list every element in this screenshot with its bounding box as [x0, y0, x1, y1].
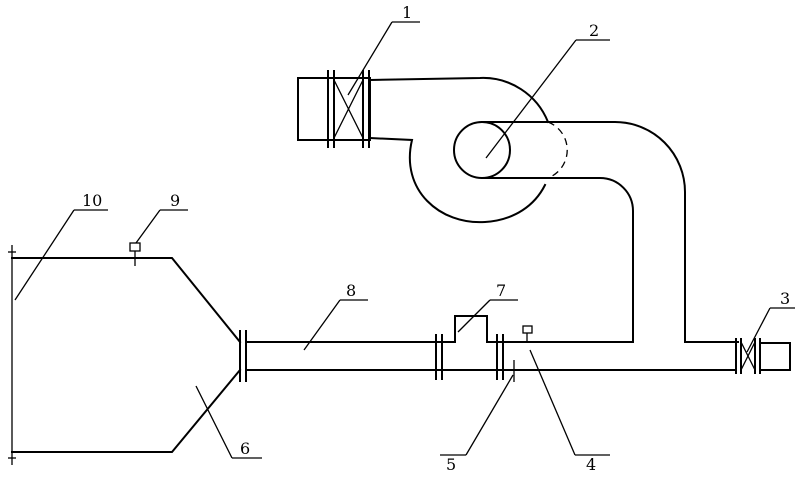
label-5: 5	[446, 455, 456, 474]
valve	[522, 325, 533, 342]
leader-lines	[14, 21, 795, 459]
chamber	[8, 245, 247, 465]
fan-volute	[368, 76, 568, 224]
label-4: 4	[586, 455, 596, 474]
part-labels: 1 2 3 4 5 6 7 8 9 10	[82, 3, 790, 474]
fan-impeller	[453, 121, 511, 179]
inlet-damper	[297, 70, 371, 148]
label-9: 9	[170, 191, 180, 210]
duct-bump	[454, 315, 491, 343]
top-valve	[129, 242, 141, 266]
label-8: 8	[346, 281, 356, 300]
label-3: 3	[780, 289, 790, 308]
outlet-damper	[735, 338, 791, 374]
outlet-duct	[489, 121, 739, 343]
label-1: 1	[402, 3, 412, 22]
label-7: 7	[496, 281, 506, 300]
outlet-end-box	[759, 342, 791, 371]
label-10: 10	[82, 191, 102, 210]
label-6: 6	[240, 439, 250, 458]
main-duct	[247, 315, 737, 382]
label-2: 2	[589, 21, 599, 40]
